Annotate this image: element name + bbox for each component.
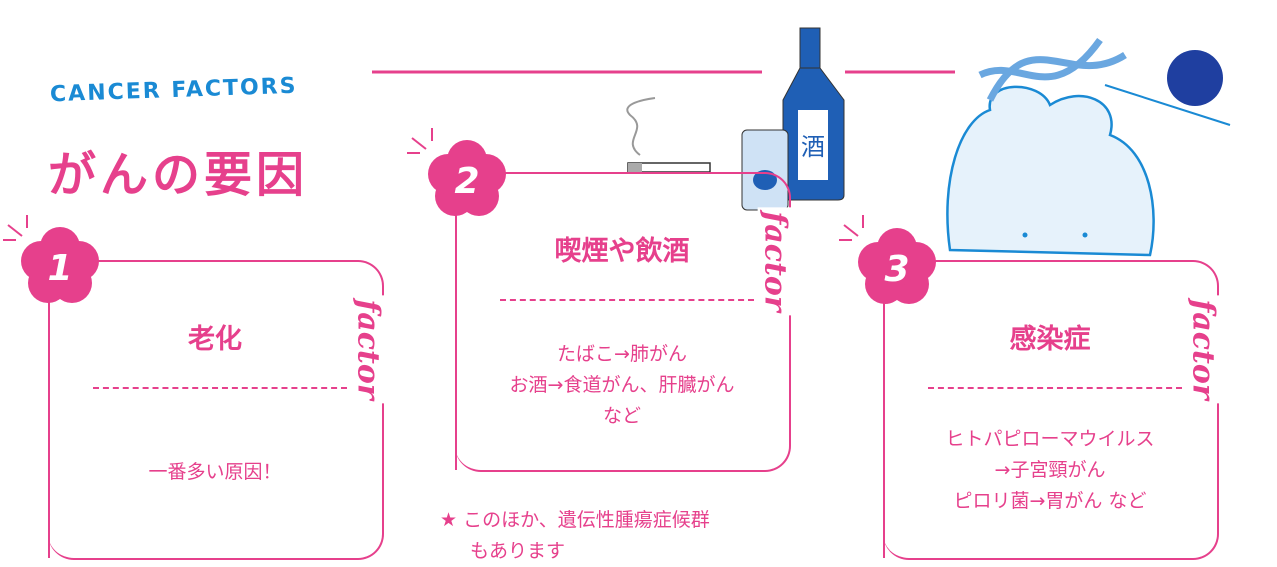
factor-label: factor bbox=[1185, 295, 1221, 404]
factor-card-2: 喫煙や飲酒 たばこ→肺がん お酒→食道がん、肝臓がん など factor bbox=[455, 172, 793, 472]
factor-text: →子宮頸がん bbox=[994, 459, 1106, 481]
flower-badge-1: 1 bbox=[21, 227, 99, 303]
note: ★ このほか、遺伝性腫瘍症候群 もあります bbox=[440, 509, 710, 562]
divider bbox=[500, 299, 754, 301]
divider bbox=[928, 387, 1182, 389]
spark-icon bbox=[3, 128, 864, 241]
flower-badge-2: 2 bbox=[428, 140, 506, 216]
svg-text:1: 1 bbox=[47, 248, 72, 289]
factor-text: など bbox=[602, 405, 641, 427]
factor-text: たばこ→肺がん bbox=[557, 343, 687, 365]
factor-text: お酒→食道がん、肝臓がん bbox=[509, 374, 735, 396]
virus-character-illustration bbox=[946, 37, 1231, 257]
svg-text:3: 3 bbox=[884, 249, 909, 290]
svg-text:2: 2 bbox=[454, 161, 479, 202]
star-icon: ★ bbox=[440, 509, 458, 531]
factor-text: ヒトパピローマウイルス bbox=[945, 428, 1155, 450]
page-title: がんの要因 bbox=[48, 147, 309, 203]
factor-label: factor bbox=[757, 207, 793, 316]
factor-card-3: 感染症 ヒトパピローマウイルス →子宮頸がん ピロリ菌→胃がん など facto… bbox=[883, 260, 1221, 560]
factor-title: 感染症 bbox=[1009, 324, 1091, 355]
factor-card-1: 老化 一番多い原因！ factor bbox=[48, 260, 386, 560]
divider bbox=[93, 387, 347, 389]
factor-title: 喫煙や飲酒 bbox=[554, 236, 690, 267]
factor-text: 一番多い原因！ bbox=[148, 461, 282, 483]
factor-text: ピロリ菌→胃がん など bbox=[953, 490, 1147, 512]
flower-badge-3: 3 bbox=[858, 228, 936, 304]
factor-label: factor bbox=[350, 295, 386, 404]
factor-title: 老化 bbox=[188, 324, 242, 355]
cigarette-illustration bbox=[626, 97, 711, 173]
svg-text:酒: 酒 bbox=[801, 133, 825, 161]
